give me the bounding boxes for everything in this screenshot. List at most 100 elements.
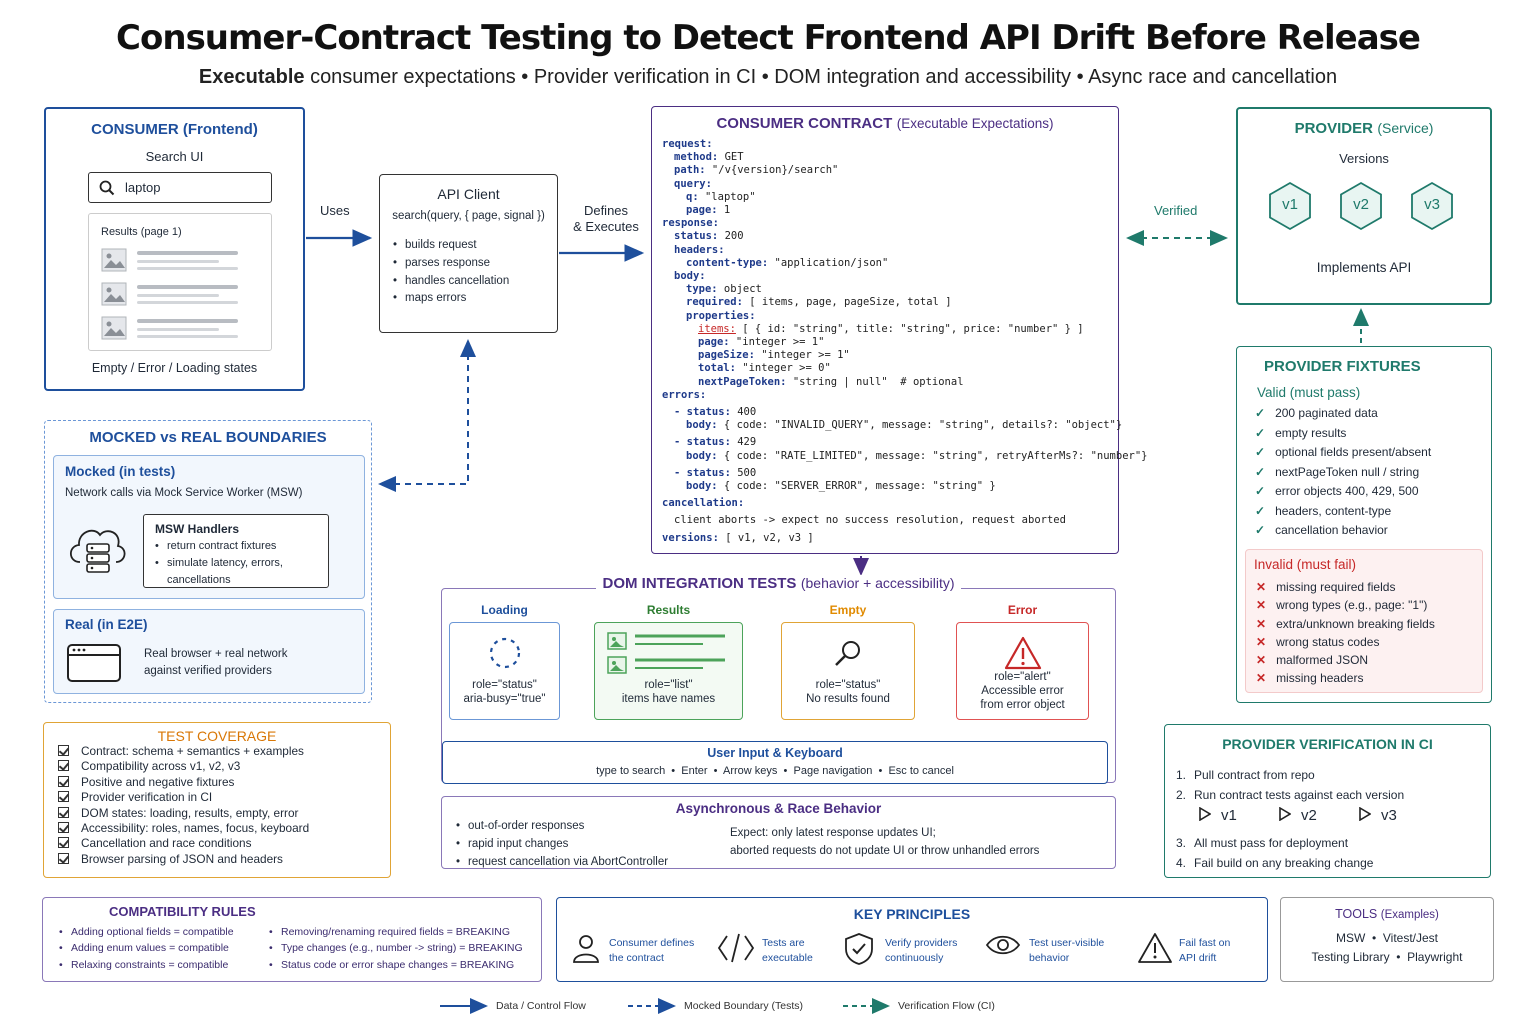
page-title: Consumer-Contract Testing to Detect Fron…: [116, 18, 1421, 58]
real-title: Real (in E2E): [65, 617, 148, 632]
tools-line-1: MSW • Vitest/Jest: [1336, 931, 1438, 945]
valid-fixture-item: ✓nextPageToken null / string: [1255, 464, 1420, 479]
implements-label: Implements API: [1316, 260, 1412, 275]
dom-state-text: aria-busy="true": [463, 693, 546, 705]
contract-panel: CONSUMER CONTRACT (Executable Expectatio…: [651, 106, 1148, 554]
spinner-icon: [489, 637, 520, 669]
user-input-title: User Input & Keyboard: [707, 746, 843, 760]
async-item: request cancellation via AbortController: [456, 854, 668, 872]
user-icon: [573, 935, 599, 963]
coverage-item: Compatibility across v1, v2, v3: [58, 759, 309, 774]
tools-panel: TOOLS (Examples) MSW • Vitest/Jest Testi…: [1280, 897, 1494, 982]
cross-icon: ✕: [1256, 653, 1267, 668]
warning-triangle-icon: [1138, 933, 1172, 963]
contract-line: cancellation:: [662, 497, 745, 510]
contract-line: - status: 429: [674, 436, 757, 449]
api-client-signature: search(query, { page, signal }): [392, 210, 545, 222]
async-item: rapid input changes: [456, 836, 668, 854]
api-client-items: builds requestparses responsehandles can…: [393, 237, 509, 308]
invalid-fixture-item: ✕missing headers: [1256, 671, 1364, 686]
fixtures-title: PROVIDER FIXTURES: [1264, 358, 1421, 375]
boundaries-title: MOCKED vs REAL BOUNDARIES: [89, 429, 327, 446]
cross-icon: ✕: [1256, 616, 1267, 631]
dom-state-label-error: Error: [1007, 603, 1038, 617]
states-label: Empty / Error / Loading states: [91, 361, 258, 375]
result-row[interactable]: [101, 248, 261, 274]
result-row[interactable]: [101, 316, 261, 342]
browser-window-icon: [67, 644, 121, 682]
invalid-fixtures-box: Invalid (must fail) ✕missing required fi…: [1245, 549, 1483, 693]
principles-title: KEY PRINCIPLES: [853, 906, 971, 922]
dom-state-label-results: Results: [646, 603, 691, 617]
cross-icon: ✕: [1256, 671, 1267, 686]
contract-line: q: "laptop": [686, 190, 756, 203]
invalid-fixture-item: ✕wrong status codes: [1256, 634, 1380, 649]
coverage-item: DOM states: loading, results, empty, err…: [58, 806, 309, 821]
checkbox-icon: [58, 852, 69, 864]
dom-state-card-results: role="list"items have names: [594, 622, 743, 720]
contract-line: body: { code: "RATE_LIMITED", message: "…: [686, 449, 1148, 462]
tools-line-2: Testing Library • Playwright: [1311, 950, 1463, 964]
fixtures-panel: PROVIDER FIXTURES Valid (must pass) ✓200…: [1236, 346, 1492, 703]
valid-title: Valid (must pass): [1257, 385, 1361, 400]
async-panel: Asynchronous & Race Behavior out-of-orde…: [441, 796, 1116, 872]
provider-panel: PROVIDER (Service) Versions Implements A…: [1236, 107, 1492, 305]
tools-title: TOOLS (Examples): [1335, 907, 1439, 921]
async-item: out-of-order responses: [456, 818, 668, 836]
search-ui-label: Search UI: [145, 149, 204, 164]
edge-label-defines: Defines& Executes: [573, 203, 639, 234]
ci-title: PROVIDER VERIFICATION IN CI: [1222, 736, 1433, 752]
compat-breaking-list: Removing/renaming required fields = BREA…: [269, 924, 523, 973]
play-icon: [1359, 806, 1372, 822]
mocked-desc: Network calls via Mock Service Worker (M…: [65, 487, 303, 499]
contract-line: page: 1: [686, 204, 731, 217]
contract-line: headers:: [674, 243, 725, 256]
cross-icon: ✕: [1256, 634, 1267, 649]
dom-state-text: role="list": [644, 679, 693, 691]
dom-state-text: No results found: [806, 693, 890, 705]
valid-fixture-item: ✓error objects 400, 429, 500: [1255, 484, 1419, 498]
cross-icon: ✕: [1256, 580, 1267, 594]
legend-data-flow: Data / Control Flow: [496, 1000, 586, 1012]
contract-line: required: [ items, page, pageSize, total…: [686, 296, 952, 309]
checkbox-icon: [58, 806, 69, 818]
boundaries-panel: MOCKED vs REAL BOUNDARIES Mocked (in tes…: [44, 420, 372, 703]
api-client-panel: API Client search(query, { page, signal …: [379, 174, 558, 333]
dom-state-text: role="alert": [994, 671, 1051, 683]
valid-fixture-item: ✓cancellation behavior: [1255, 523, 1388, 537]
contract-title: CONSUMER CONTRACT (Executable Expectatio…: [716, 115, 1054, 132]
real-box: Real (in E2E) Real browser + real networ…: [53, 609, 365, 694]
valid-fixtures-list: ✓200 paginated data✓empty results✓option…: [1255, 404, 1431, 541]
play-icon: [1199, 806, 1212, 822]
api-client-item: handles cancellation: [393, 273, 509, 291]
contract-line: query:: [674, 177, 712, 190]
image-placeholder-icon: [101, 282, 127, 306]
ci-panel: PROVIDER VERIFICATION IN CI 1.Pull contr…: [1164, 724, 1491, 878]
contract-line: page: "integer >= 1": [698, 336, 825, 349]
coverage-title: TEST COVERAGE: [157, 728, 277, 744]
image-placeholder-icon: [101, 248, 127, 272]
legend-verification-flow: Verification Flow (CI): [898, 1000, 995, 1012]
search-input[interactable]: laptop: [88, 172, 272, 203]
image-placeholder-icon: [101, 316, 127, 340]
versions-label: Versions: [1339, 151, 1389, 166]
ci-step: 4.Fail build on any breaking change: [1176, 856, 1374, 870]
contract-line: response:: [662, 217, 719, 230]
msw-item: cancellations: [167, 574, 231, 587]
code-tests-icon: [717, 933, 755, 963]
dom-tests-title: DOM INTEGRATION TESTS (behavior + access…: [441, 575, 1116, 593]
valid-fixture-item: ✓headers, content-type: [1255, 503, 1392, 518]
legend-mocked-boundary: Mocked Boundary (Tests): [684, 1000, 804, 1012]
consumer-title: CONSUMER (Frontend): [91, 121, 258, 138]
check-icon: ✓: [1255, 484, 1266, 498]
result-row[interactable]: [101, 282, 261, 308]
dom-state-text: from error object: [980, 699, 1065, 711]
invalid-title: Invalid (must fail): [1254, 557, 1357, 572]
coverage-item: Contract: schema + semantics + examples: [58, 744, 309, 759]
invalid-fixture-item: ✕missing required fields: [1256, 580, 1396, 594]
contract-line: body: { code: "SERVER_ERROR", message: "…: [686, 480, 996, 493]
